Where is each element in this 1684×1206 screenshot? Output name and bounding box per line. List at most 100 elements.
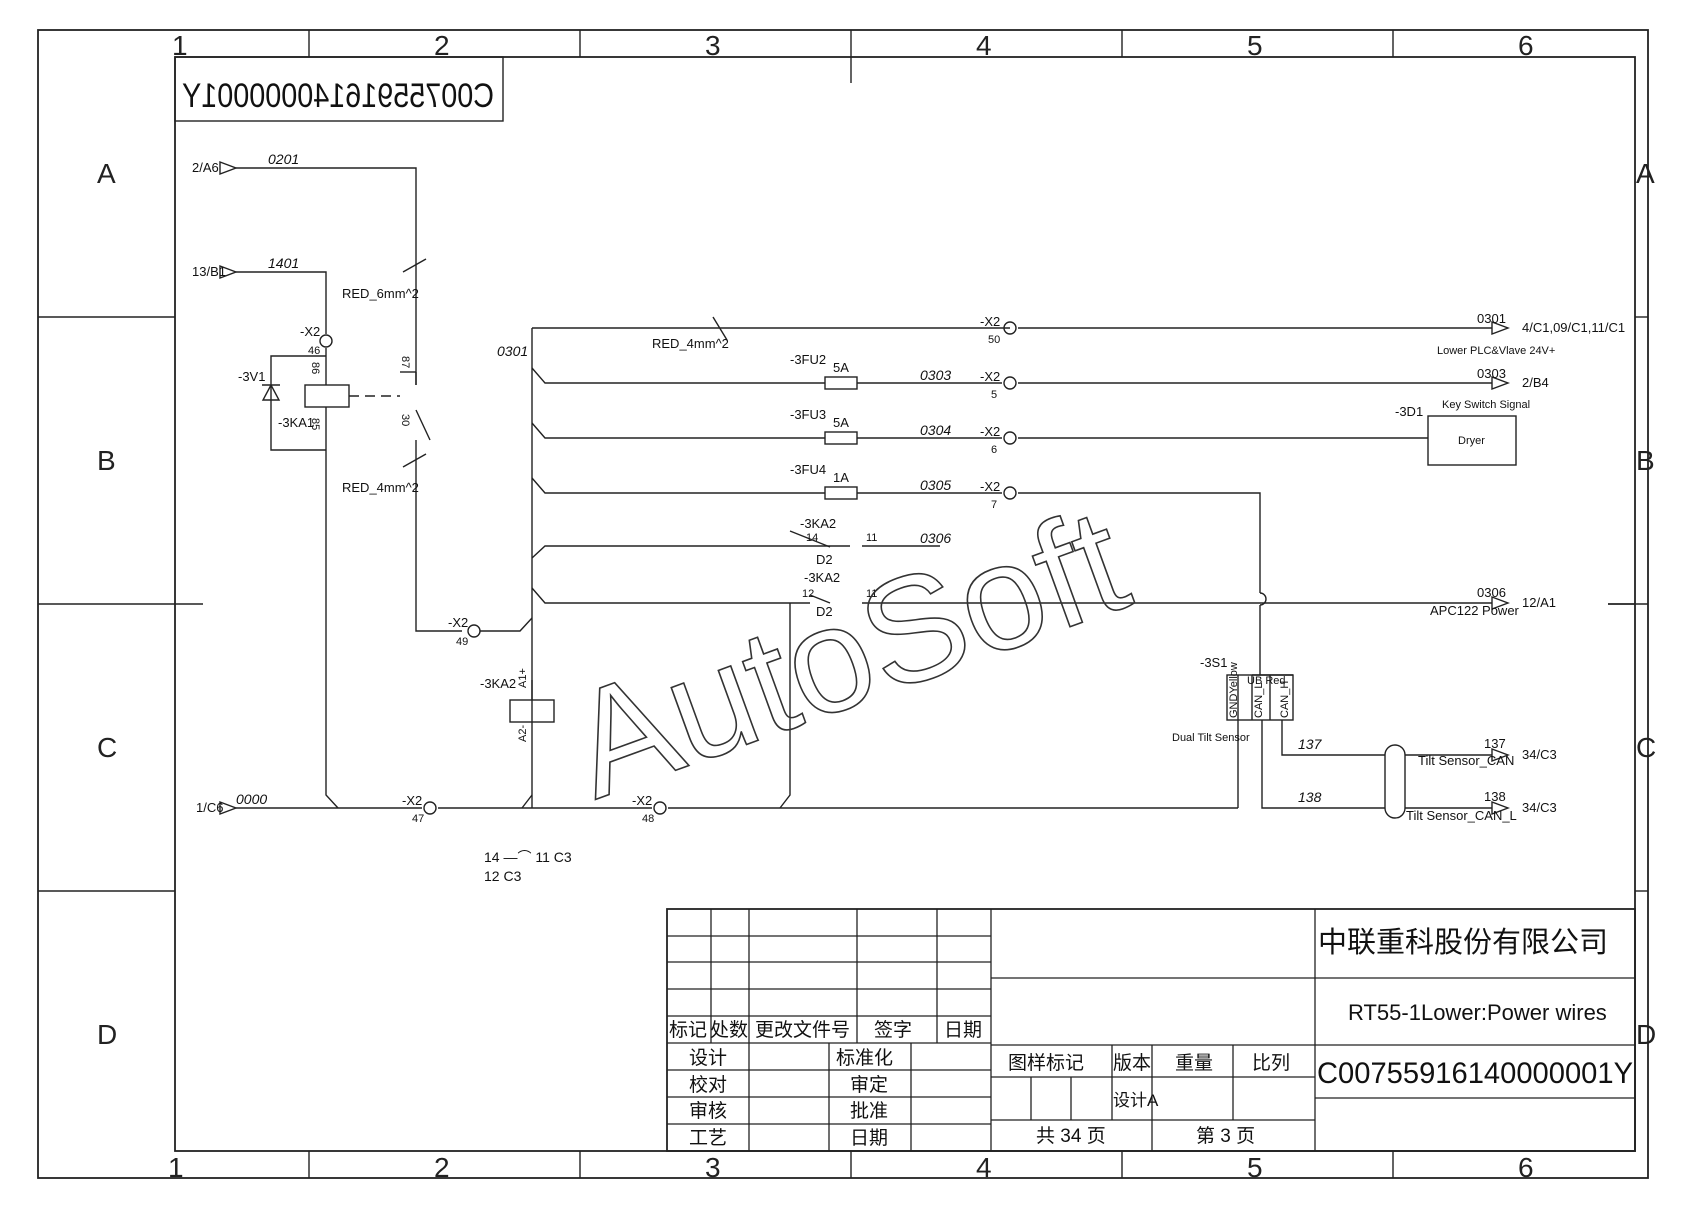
pin-87: 87 <box>399 356 411 368</box>
wire-137: 137 <box>1298 736 1323 752</box>
relay-ka2-contact-label: -3KA2 <box>800 516 836 531</box>
wire-0301-left: 0301 <box>497 343 528 359</box>
terminal-x2-46 <box>319 334 333 348</box>
row-label: B <box>1636 445 1655 476</box>
col-label: 5 <box>1247 1152 1263 1183</box>
wire-0303-right: 0303 <box>1477 366 1506 381</box>
wire-0301-right: 0301 <box>1477 311 1506 326</box>
dryer-id-label: -3D1 <box>1395 404 1423 419</box>
rev-header: 签字 <box>874 1019 912 1041</box>
design-label: 设计 <box>689 1047 727 1069</box>
wire-0305: 0305 <box>920 477 951 493</box>
can-l-label: CAN_L <box>1253 683 1265 718</box>
scale-label: 比列 <box>1252 1052 1290 1074</box>
terminal-label: -X2 <box>402 793 422 808</box>
contact-pin: 11 <box>866 588 877 600</box>
ref-2a6: 2/A6 <box>192 160 219 175</box>
row-label: D <box>97 1019 117 1050</box>
wire-0303: 0303 <box>920 367 951 383</box>
terminal-number: 50 <box>988 334 1000 346</box>
terminal-x2-47 <box>423 801 437 815</box>
contact-pin: 12 <box>802 588 814 600</box>
row-label: C <box>1636 732 1656 763</box>
approve-label: 批准 <box>850 1100 888 1122</box>
terminal-x2-5 <box>1003 376 1017 390</box>
ref-1c6: 1/C6 <box>196 800 223 815</box>
terminal-x2-50 <box>1003 321 1017 335</box>
terminal-number: 6 <box>991 444 997 456</box>
cross-reference-line: 12 C3 <box>484 868 522 884</box>
weight-label: 重量 <box>1175 1052 1213 1074</box>
terminal-label: -X2 <box>632 793 652 808</box>
mirrored-drawing-number: C00755916140000001Y <box>174 56 504 122</box>
gnd-yellow-label: GNDYellow <box>1228 662 1240 718</box>
dryer-label: Dryer <box>1458 435 1485 447</box>
page-number: 第 3 页 <box>1196 1125 1255 1147</box>
cable-red-6mm: RED_6mm^2 <box>342 286 419 301</box>
row-letters-left: A B C D <box>97 158 117 1050</box>
terminal-x2-7 <box>1003 486 1017 500</box>
row-label: D <box>1636 1019 1656 1050</box>
wire-labels: 0201 1401 0301 0303 0304 0305 0306 0000 … <box>236 151 1506 807</box>
col-label: 6 <box>1518 1152 1534 1183</box>
tilt-can-l-label: Tilt Sensor_CAN_L <box>1406 808 1517 823</box>
lower-plc-label: Lower PLC&Vlave 24V+ <box>1437 345 1555 357</box>
watermark-text: AutoSoft <box>549 475 1147 830</box>
tilt-can-label: Tilt Sensor_CAN <box>1418 753 1514 768</box>
drawing-number: C00755916140000001Y <box>1317 1057 1633 1090</box>
component-labels: RED_6mm^2 RED_4mm^2 RED_4mm^2 -X2 46 -3V… <box>238 286 1555 884</box>
terminal-number: 5 <box>991 389 997 401</box>
pattern-mark-label: 图样标记 <box>1008 1052 1084 1074</box>
column-numbers-bottom: 1 2 3 4 5 6 <box>168 1152 1534 1183</box>
pin-85: 85 <box>309 418 321 430</box>
ref-12a1: 12/A1 <box>1522 595 1556 610</box>
wire-0201: 0201 <box>268 151 299 167</box>
pin-86: 86 <box>309 362 321 374</box>
wire-138: 138 <box>1298 789 1322 805</box>
terminal-label: -X2 <box>980 424 1000 439</box>
fuse-fu3-label: -3FU3 <box>790 407 826 422</box>
terminal-number: 46 <box>308 345 320 357</box>
apc122-label: APC122 Power <box>1430 603 1520 618</box>
terminal-label: -X2 <box>980 479 1000 494</box>
ref-2b4: 2/B4 <box>1522 375 1549 390</box>
version-label: 版本 <box>1113 1052 1151 1074</box>
title-block: 中联重科股份有限公司 RT55-1Lower:Power wires C0075… <box>666 908 1636 1152</box>
col-label: 5 <box>1247 30 1263 61</box>
row-label: A <box>97 158 116 189</box>
company-name: 中联重科股份有限公司 <box>1318 926 1608 959</box>
diode-v1-label: -3V1 <box>238 369 265 384</box>
reference-labels: 2/A6 13/B1 1/C6 4/C1,09/C1,11/C1 2/B4 12… <box>192 160 1625 815</box>
col-label: 4 <box>976 30 992 61</box>
total-pages: 共 34 页 <box>1036 1125 1106 1147</box>
coil-pin-a2: A2- <box>517 725 529 742</box>
relay-ka2-coil-label: -3KA2 <box>480 676 516 691</box>
review-label: 审定 <box>850 1074 888 1096</box>
wire-0306-right: 0306 <box>1477 585 1506 600</box>
ref-13b1: 13/B1 <box>192 264 226 279</box>
relay-ka1-label: -3KA1 <box>278 415 314 430</box>
ref-34c3: 34/C3 <box>1522 747 1557 762</box>
coil-pin-a1: A1+ <box>517 668 529 688</box>
col-label: 1 <box>172 30 188 61</box>
drawing-title: RT55-1Lower:Power wires <box>1348 1000 1607 1025</box>
terminal-number: 7 <box>991 499 997 511</box>
wire-138-right: 138 <box>1484 789 1506 804</box>
audit-label: 审核 <box>689 1100 727 1122</box>
terminal-number: 49 <box>456 636 468 648</box>
fuse-fu4-rating: 1A <box>833 470 849 485</box>
rev-header: 处数 <box>710 1019 748 1041</box>
rev-header: 日期 <box>944 1019 982 1041</box>
terminal-x2-6 <box>1003 431 1017 445</box>
standardize-label: 标准化 <box>836 1047 893 1069</box>
cable-red-4mm-relay: RED_4mm^2 <box>342 480 419 495</box>
relay-ka2-contact-label: -3KA2 <box>804 570 840 585</box>
fuse-fu3-rating: 5A <box>833 415 849 430</box>
terminal-x2-49 <box>467 624 481 638</box>
terminal-label: -X2 <box>980 314 1000 329</box>
row-label: A <box>1636 158 1655 189</box>
process-label: 工艺 <box>689 1127 727 1149</box>
key-switch-label: Key Switch Signal <box>1442 399 1530 411</box>
col-label: 3 <box>705 30 721 61</box>
